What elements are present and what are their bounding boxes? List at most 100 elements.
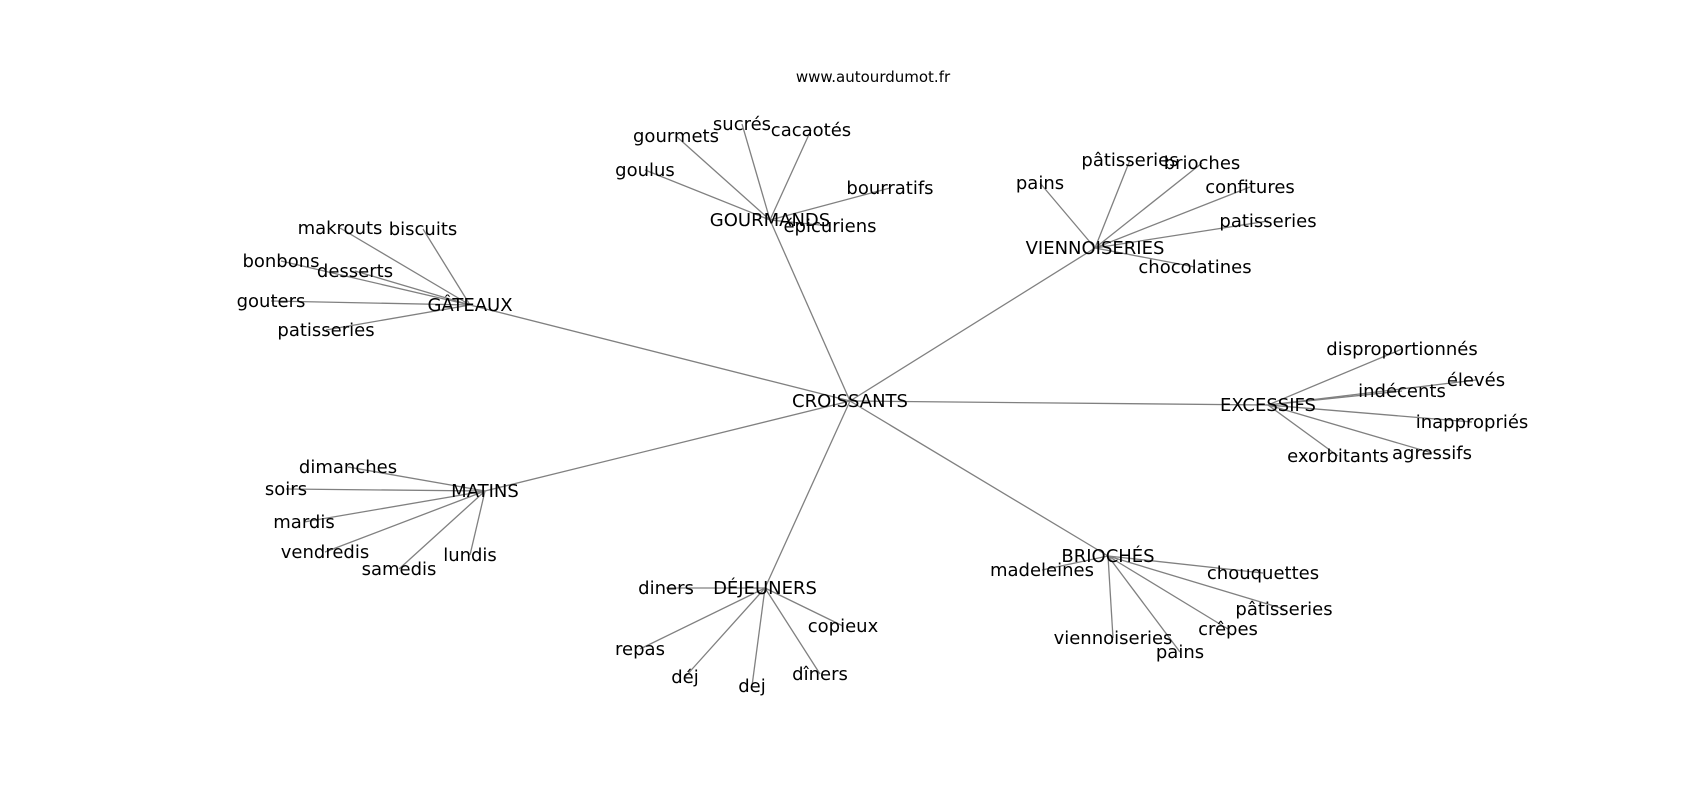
edge-brioches-leaf-0 xyxy=(1041,555,1109,571)
edge-excessifs-leaf-3 xyxy=(1267,404,1473,423)
edge-gateaux-leaf-4 xyxy=(270,300,471,306)
edge-brioches-leaf-5 xyxy=(1107,555,1181,653)
edge-center-brioches xyxy=(849,400,1109,557)
leaf-node-dejeuners-3: dej xyxy=(738,676,766,697)
leaf-node-gateaux-0: makrouts xyxy=(298,218,383,239)
edge-viennoiseries-leaf-4 xyxy=(1094,220,1269,249)
leaf-node-dejeuners-2: déj xyxy=(671,667,699,688)
edge-matins-leaf-4 xyxy=(398,490,486,570)
edge-dejeuners-leaf-3 xyxy=(751,587,766,687)
leaf-node-dejeuners-4: dîners xyxy=(792,664,848,685)
hub-node-viennoiseries: VIENNOISERIES xyxy=(1026,238,1165,259)
hub-node-brioches: BRIOCHÉS xyxy=(1061,545,1154,567)
edge-gourmands-leaf-3 xyxy=(644,169,771,221)
leaf-node-matins-0: dimanches xyxy=(299,457,397,478)
edge-excessifs-leaf-0 xyxy=(1267,348,1403,406)
leaf-node-dejeuners-1: repas xyxy=(615,639,665,660)
leaf-node-brioches-4: viennoiseries xyxy=(1054,628,1173,649)
leaf-node-brioches-2: pâtisseries xyxy=(1235,599,1332,620)
edge-center-excessifs xyxy=(849,400,1269,406)
edge-matins-leaf-0 xyxy=(347,466,486,492)
leaf-node-dejeuners-5: copieux xyxy=(808,616,879,637)
leaf-node-gateaux-5: patisseries xyxy=(277,320,374,341)
leaf-node-viennoiseries-3: confitures xyxy=(1205,177,1295,198)
edge-matins-leaf-5 xyxy=(469,490,486,556)
leaf-node-matins-1: soirs xyxy=(265,479,307,500)
leaf-node-viennoiseries-2: pains xyxy=(1016,173,1064,194)
edge-dejeuners-leaf-4 xyxy=(764,587,821,675)
leaf-node-brioches-0: madeleines xyxy=(990,560,1094,581)
edge-viennoiseries-leaf-5 xyxy=(1094,247,1196,268)
leaf-node-gateaux-2: bonbons xyxy=(242,251,319,272)
leaf-node-excessifs-1: indécents xyxy=(1358,381,1446,402)
edge-brioches-leaf-3 xyxy=(1107,555,1229,630)
leaf-node-viennoiseries-4: patisseries xyxy=(1219,211,1316,232)
edge-dejeuners-leaf-5 xyxy=(764,587,844,627)
edge-brioches-leaf-1 xyxy=(1107,555,1264,574)
leaf-node-excessifs-0: disproportionnés xyxy=(1326,339,1477,360)
leaf-node-gourmands-4: bourratifs xyxy=(846,178,933,199)
leaf-node-viennoiseries-0: pâtisseries xyxy=(1081,150,1178,171)
edge-excessifs-leaf-4 xyxy=(1267,404,1339,457)
leaf-node-gourmands-0: sucrés xyxy=(713,114,771,135)
edge-gateaux-leaf-0 xyxy=(339,227,471,306)
leaf-node-matins-4: samedis xyxy=(362,559,437,580)
leaf-node-matins-2: mardis xyxy=(273,512,334,533)
leaf-node-gourmands-1: gourmets xyxy=(633,126,719,147)
hub-node-dejeuners: DÉJEUNERS xyxy=(713,577,817,599)
leaf-node-brioches-1: chouquettes xyxy=(1207,563,1319,584)
hub-node-matins: MATINS xyxy=(451,481,519,502)
leaf-node-excessifs-2: élevés xyxy=(1447,370,1505,391)
edge-gateaux-leaf-2 xyxy=(280,260,471,306)
edge-center-viennoiseries xyxy=(849,247,1096,402)
leaf-node-gateaux-1: biscuits xyxy=(389,219,458,240)
leaf-node-gourmands-3: goulus xyxy=(615,160,675,181)
edge-gourmands-leaf-4 xyxy=(769,187,891,221)
leaf-node-excessifs-4: exorbitants xyxy=(1287,446,1389,467)
edge-matins-leaf-3 xyxy=(324,490,486,553)
edge-matins-leaf-1 xyxy=(285,488,486,492)
edge-dejeuners-leaf-2 xyxy=(684,587,766,678)
leaf-node-excessifs-3: inappropriés xyxy=(1416,412,1529,433)
hub-node-excessifs: EXCESSIFS xyxy=(1220,395,1316,416)
leaf-node-excessifs-5: agressifs xyxy=(1392,443,1472,464)
center-node: CROISSANTS xyxy=(792,391,908,412)
edge-gourmands-leaf-2 xyxy=(769,129,812,221)
hub-node-gateaux: GÂTEAUX xyxy=(427,294,512,316)
hub-node-gourmands: GOURMANDS xyxy=(710,210,830,231)
edge-excessifs-leaf-2 xyxy=(1267,379,1477,406)
edge-gourmands-leaf-5 xyxy=(769,219,831,227)
leaf-node-viennoiseries-1: brioches xyxy=(1164,153,1241,174)
leaf-node-viennoiseries-5: chocolatines xyxy=(1138,257,1251,278)
graph-edges xyxy=(270,123,1477,687)
edge-viennoiseries-leaf-0 xyxy=(1094,159,1131,249)
leaf-node-gateaux-4: gouters xyxy=(237,291,306,312)
edge-viennoiseries-leaf-1 xyxy=(1094,162,1203,249)
edge-dejeuners-leaf-1 xyxy=(639,587,766,650)
leaf-node-gateaux-3: desserts xyxy=(317,261,393,282)
edge-gateaux-leaf-1 xyxy=(422,228,471,306)
leaf-node-brioches-5: pains xyxy=(1156,642,1204,663)
edge-brioches-leaf-2 xyxy=(1107,555,1285,610)
leaf-node-dejeuners-0: diners xyxy=(638,578,694,599)
edge-gourmands-leaf-1 xyxy=(675,135,771,221)
edge-viennoiseries-leaf-3 xyxy=(1094,186,1251,249)
edge-gateaux-leaf-5 xyxy=(325,304,471,331)
edge-center-gourmands xyxy=(769,219,851,402)
edge-center-dejeuners xyxy=(764,400,851,589)
edge-matins-leaf-2 xyxy=(303,490,486,523)
leaf-node-gourmands-2: cacaotés xyxy=(771,120,851,141)
edge-center-matins xyxy=(484,400,851,492)
edge-center-gateaux xyxy=(469,304,851,402)
edge-brioches-leaf-4 xyxy=(1107,555,1114,639)
leaf-node-matins-3: vendredis xyxy=(281,542,369,563)
leaf-node-brioches-3: crêpes xyxy=(1198,619,1258,640)
edge-viennoiseries-leaf-2 xyxy=(1039,182,1096,249)
edge-gateaux-leaf-3 xyxy=(354,270,471,306)
edge-gourmands-leaf-0 xyxy=(741,123,771,221)
leaf-node-matins-5: lundis xyxy=(443,545,497,566)
leaf-node-gourmands-5: épicuriens xyxy=(783,216,876,237)
edge-excessifs-leaf-5 xyxy=(1267,404,1433,454)
